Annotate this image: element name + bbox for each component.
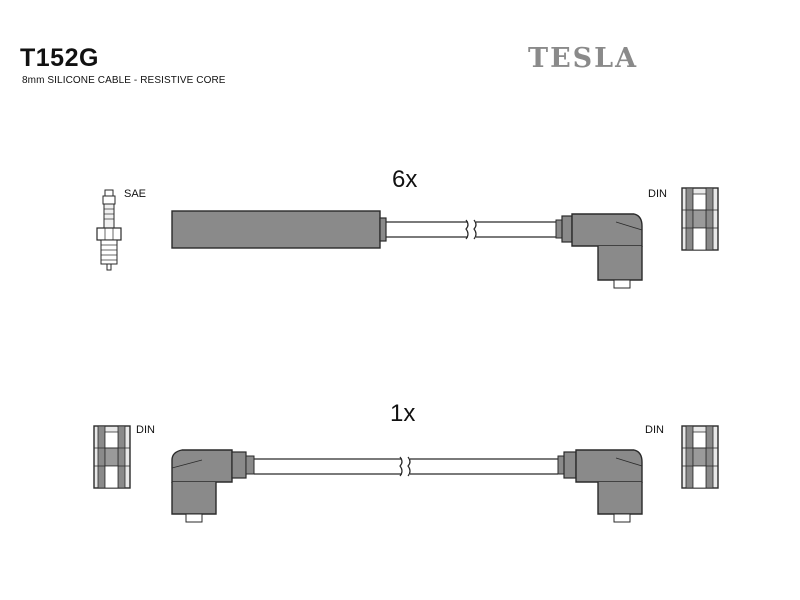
row1-quantity: 6x [392, 166, 418, 193]
row2-left-terminal-label: DIN [136, 424, 155, 436]
row2-quantity: 1x [390, 400, 416, 427]
row2-right-din-connector [681, 425, 719, 489]
row1-cable [386, 219, 556, 240]
cable-description: 8mm SILICONE CABLE - RESISTIVE CORE [22, 75, 226, 86]
row2-right-terminal-label: DIN [645, 424, 664, 436]
row1-din-connector [681, 187, 719, 251]
row2-cable [254, 456, 558, 477]
row2-right-right-angle-boot [557, 449, 643, 523]
row1-left-terminal-label: SAE [124, 188, 147, 200]
row2-left-right-angle-boot [171, 449, 255, 523]
part-number: T152G [20, 44, 99, 72]
straight-plug-boot [171, 210, 387, 249]
row1-right-angle-boot [555, 213, 643, 289]
brand-logo: TESLA [528, 43, 639, 74]
row1-right-terminal-label: DIN [648, 188, 667, 200]
row2-left-din-connector [93, 425, 131, 489]
spark-plug-icon [96, 189, 122, 271]
